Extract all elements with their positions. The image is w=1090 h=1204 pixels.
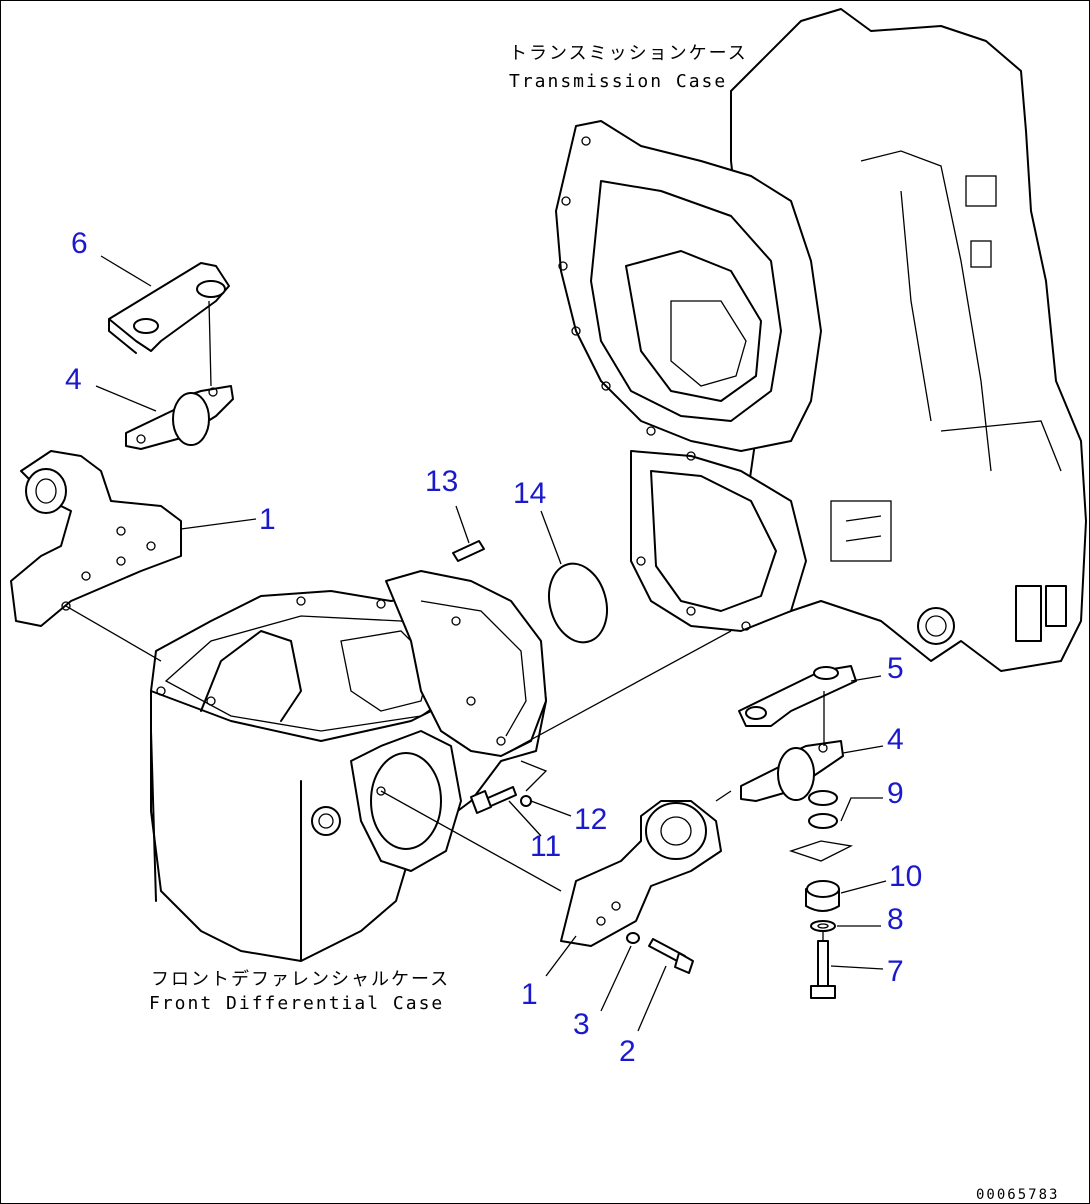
callout-8: 8 [887,903,904,936]
document-id: 00065783 [976,1187,1059,1203]
part-10-collar [805,880,840,912]
callout-3: 3 [573,1008,590,1041]
part-6-bracket [108,262,230,354]
part-13-pin [452,540,485,562]
transmission-case-label-en: Transmission Case [509,71,727,92]
callout-5: 5 [887,652,904,685]
part-4-mount-left [125,385,234,450]
callout-6: 6 [71,227,88,260]
transmission-case-label-jp: トランスミッションケース [509,43,748,64]
part-1-arm-bottom [560,800,722,947]
part-2-bolt [648,938,694,974]
part-1-arm-left [10,450,182,627]
assembly-lines [65,255,887,1032]
callout-13: 13 [425,465,458,498]
callout-11: 11 [530,830,561,863]
part-12-washer [520,795,532,807]
front-differential-case [150,570,547,962]
callout-7: 7 [887,955,904,988]
callout-2: 2 [619,1035,636,1068]
front-diff-case-label-en: Front Differential Case [149,993,444,1014]
callout-1-left: 1 [259,503,276,536]
part-3-washer [626,932,640,944]
part-11-bolt [470,786,517,814]
callout-10: 10 [889,860,922,893]
callout-4-left: 4 [65,363,82,396]
front-diff-case-label-jp: フロントデファレンシャルケース [151,969,450,990]
callout-9: 9 [887,777,904,810]
part-7-bolt [810,940,836,999]
part-5-bracket [738,665,857,727]
callout-1-bottom: 1 [521,978,538,1011]
part-9-shims [788,790,854,862]
callout-4-right: 4 [887,723,904,756]
transmission-case [555,8,1087,672]
callout-12: 12 [574,803,607,836]
part-8-washer [810,920,836,932]
part-4-mount-right [740,740,844,802]
part-14-o-ring [548,562,608,644]
callout-14: 14 [513,477,546,510]
